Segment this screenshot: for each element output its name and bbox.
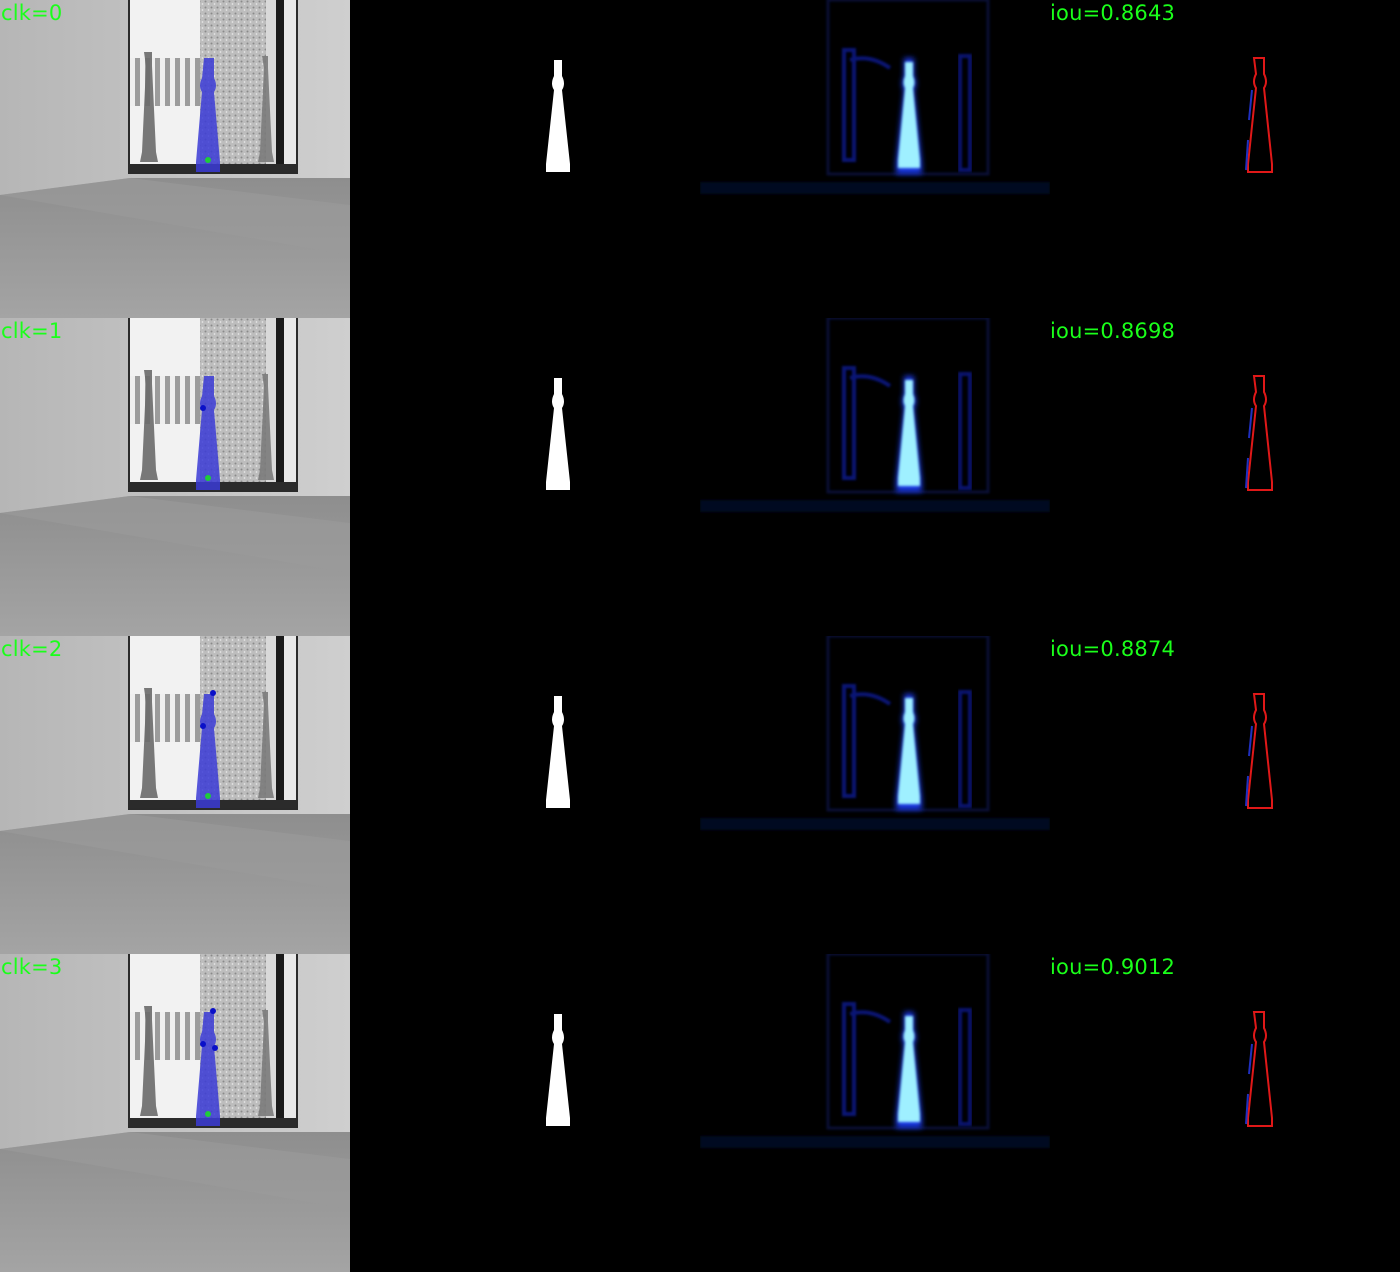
click-count-label: clk=1: [1, 319, 63, 343]
error-contour-panel: iou=0.9012: [1050, 954, 1400, 1272]
error-contour-panel: iou=0.8874: [1050, 636, 1400, 954]
click-markers: [205, 157, 211, 163]
positive-click-marker: [205, 475, 211, 481]
probability-map: [700, 954, 1050, 1272]
negative-click-marker: [210, 1008, 216, 1014]
positive-click-marker: [205, 793, 211, 799]
probability-map-panel: [700, 318, 1050, 636]
error-contour: [1050, 318, 1400, 636]
iou-label: iou=0.8874: [1050, 637, 1176, 661]
scene-image: [0, 954, 350, 1272]
probability-map: [700, 636, 1050, 954]
result-row: clk=2: [0, 636, 1400, 954]
probability-map: [700, 0, 1050, 318]
probability-map-panel: [700, 0, 1050, 318]
mask-overlay: [196, 58, 220, 172]
negative-click-marker: [200, 723, 206, 729]
error-contour-panel: iou=0.8643: [1050, 0, 1400, 318]
click-markers: [200, 405, 211, 481]
result-row: clk=3: [0, 954, 1400, 1272]
binary-mask: [350, 318, 700, 636]
probability-map: [700, 318, 1050, 636]
binary-mask-panel: [350, 0, 700, 318]
iou-label: iou=0.8698: [1050, 319, 1176, 343]
negative-click-marker: [200, 405, 206, 411]
iou-label: iou=0.8643: [1050, 1, 1176, 25]
binary-mask: [350, 636, 700, 954]
click-count-label: clk=3: [1, 955, 63, 979]
probability-map-panel: [700, 954, 1050, 1272]
mask-overlay: [196, 1012, 220, 1126]
positive-click-marker: [205, 1111, 211, 1117]
scene-image: [0, 0, 350, 318]
error-contour: [1050, 636, 1400, 954]
mask-overlay: [196, 376, 220, 490]
binary-mask-panel: [350, 954, 700, 1272]
overlay-panel: clk=2: [0, 636, 350, 954]
click-markers: [200, 690, 216, 799]
click-count-label: clk=2: [1, 637, 63, 661]
overlay-panel: clk=3: [0, 954, 350, 1272]
negative-click-marker: [210, 690, 216, 696]
binary-mask: [350, 954, 700, 1272]
overlay-panel: clk=1: [0, 318, 350, 636]
probability-map-panel: [700, 636, 1050, 954]
scene-image: [0, 318, 350, 636]
click-count-label: clk=0: [1, 1, 63, 25]
click-markers: [200, 1008, 218, 1117]
result-row: clk=1: [0, 318, 1400, 636]
error-contour: [1050, 0, 1400, 318]
error-contour-panel: iou=0.8698: [1050, 318, 1400, 636]
positive-click-marker: [205, 157, 211, 163]
error-contour: [1050, 954, 1400, 1272]
binary-mask: [350, 0, 700, 318]
result-row: clk=0: [0, 0, 1400, 318]
negative-click-marker: [212, 1045, 218, 1051]
negative-click-marker: [200, 1041, 206, 1047]
overlay-panel: clk=0: [0, 0, 350, 318]
scene-image: [0, 636, 350, 954]
binary-mask-panel: [350, 636, 700, 954]
binary-mask-panel: [350, 318, 700, 636]
iou-label: iou=0.9012: [1050, 955, 1176, 979]
mask-overlay: [196, 694, 220, 808]
